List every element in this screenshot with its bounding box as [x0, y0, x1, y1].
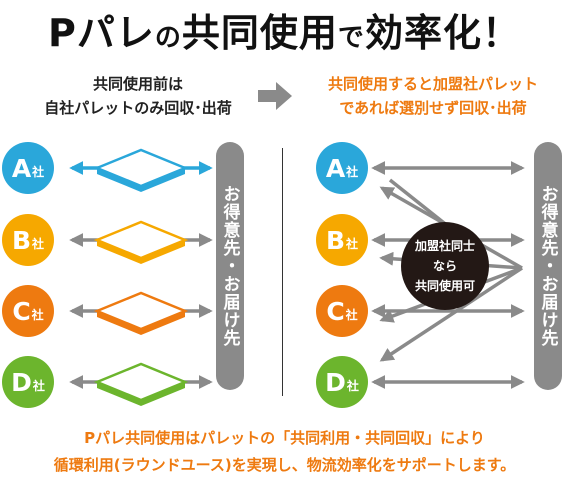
- bubble-line2: なら: [432, 259, 457, 273]
- title-mid: 共同使用: [181, 11, 338, 55]
- pallet-b: [93, 220, 189, 264]
- pallet-d: [93, 362, 189, 406]
- transition-arrow-icon: [258, 82, 292, 110]
- destination-pill-right: お得意先・お届け先: [534, 142, 562, 390]
- center-divider: [282, 148, 283, 396]
- title-prefix: Pパレ: [48, 11, 155, 55]
- member-bubble: 加盟社同士 なら 共同使用可: [401, 222, 489, 310]
- right-caption-line1: 共同使用すると加盟社パレット: [327, 75, 538, 93]
- pallet-a: [93, 148, 189, 192]
- title-de: で: [337, 23, 365, 53]
- bubble-line3: 共同使用可: [414, 279, 475, 293]
- right-caption: 共同使用すると加盟社パレット であれば選別せず回収･出荷: [318, 72, 548, 120]
- left-caption-line2: 自社パレットのみ回収･出荷: [44, 99, 232, 117]
- page-title: Pパレの共同使用で効率化！: [0, 2, 569, 57]
- footer-line1: Pパレ共同使用はパレットの「共同利用・共同回収」により: [84, 429, 485, 447]
- bubble-line1: 加盟社同士: [414, 239, 475, 253]
- title-end: 効率化！: [364, 11, 521, 55]
- footer-line2: 循環利用(ラウンドユース)を実現し、物流効率化をサポートします。: [53, 456, 516, 474]
- left-caption: 共同使用前は 自社パレットのみ回収･出荷: [40, 72, 236, 120]
- left-caption-line1: 共同使用前は: [92, 75, 183, 93]
- footer-text: Pパレ共同使用はパレットの「共同利用・共同回収」により 循環利用(ラウンドユース…: [0, 425, 569, 479]
- title-no: の: [154, 23, 182, 53]
- destination-pill-left: お得意先・お届け先: [216, 142, 244, 390]
- pallet-c: [93, 291, 189, 335]
- right-caption-line2: であれば選別せず回収･出荷: [339, 99, 527, 117]
